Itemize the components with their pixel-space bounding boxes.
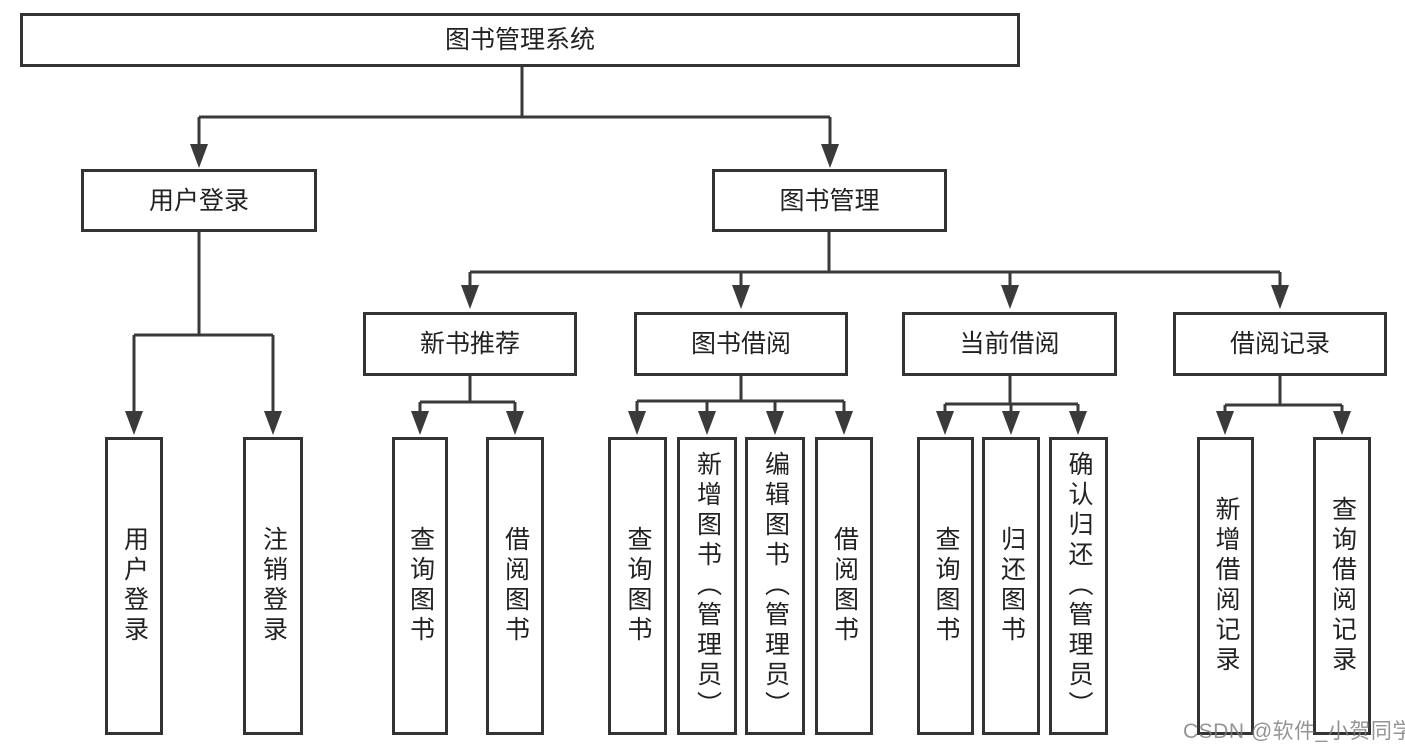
node-book-management: 图书管理	[712, 169, 947, 232]
leaf-current-return-books: 归还图书	[982, 437, 1040, 735]
leaf-logout: 注销登录	[243, 437, 303, 735]
connector-book-borrowing-to-children	[628, 376, 853, 435]
connector-user-login-to-children	[125, 232, 282, 435]
leaf-records-query-record: 查询借阅记录	[1313, 437, 1371, 735]
leaf-recommend-borrow-books: 借阅图书	[486, 437, 544, 735]
leaf-borrowing-add-books-admin: 新增图书（管理员）	[677, 437, 737, 735]
connector-root-to-level2	[190, 67, 839, 168]
leaf-borrowing-edit-books-admin: 编辑图书（管理员）	[745, 437, 805, 735]
leaf-borrowing-query-books: 查询图书	[608, 437, 667, 735]
leaf-recommend-query-books: 查询图书	[392, 437, 448, 735]
node-new-book-recommend: 新书推荐	[363, 312, 577, 376]
node-borrowing-records: 借阅记录	[1173, 312, 1387, 376]
leaf-borrowing-borrow-books: 借阅图书	[815, 437, 873, 735]
connector-book-management-to-level3	[461, 232, 1289, 309]
connector-new-book-recommend-to-children	[411, 376, 524, 435]
node-current-borrowing: 当前借阅	[902, 312, 1117, 376]
leaf-current-confirm-return-admin: 确认归还（管理员）	[1049, 437, 1108, 735]
connector-borrowing-records-to-children	[1216, 376, 1351, 435]
node-user-login: 用户登录	[81, 169, 317, 232]
node-root-library-system: 图书管理系统	[20, 13, 1020, 67]
leaf-records-add-record: 新增借阅记录	[1197, 437, 1254, 735]
connector-current-borrowing-to-children	[936, 376, 1087, 435]
csdn-watermark: CSDN @软件_小贺同学	[1183, 720, 1405, 743]
node-book-borrowing: 图书借阅	[634, 312, 848, 376]
leaf-user-login: 用户登录	[105, 437, 163, 735]
leaf-current-query-books: 查询图书	[917, 437, 974, 735]
